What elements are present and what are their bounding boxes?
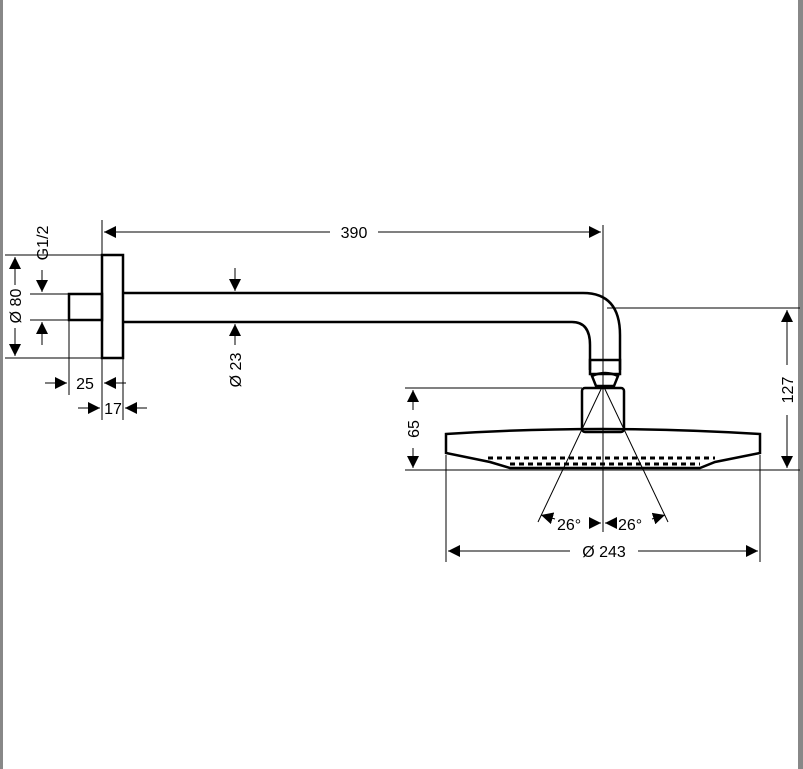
dim-flange-depth: 17: [104, 401, 122, 418]
dim-head-height: 65: [406, 420, 423, 438]
dim-flange-diameter: Ø 80: [8, 289, 25, 324]
angle-left-label: 26°: [557, 517, 581, 534]
dim-total-drop: 127: [780, 377, 797, 404]
dim-thread: G1/2: [35, 226, 52, 261]
wall-flange: [100, 253, 125, 360]
shower-arm: [123, 291, 622, 370]
connection-nut: [67, 292, 104, 322]
nozzles: [488, 456, 715, 466]
dim-arm-length: 390: [341, 225, 368, 242]
angle-right-label: 26°: [618, 517, 642, 534]
ball-joint: [590, 371, 620, 388]
spray-angle-right-line: [602, 384, 669, 523]
dim-head-diameter: Ø 243: [582, 544, 626, 561]
shower-disc: [444, 427, 762, 470]
dim-nut-length: 25: [76, 376, 94, 393]
spray-angle-left-line: [537, 384, 604, 523]
dim-arm-diameter: Ø 23: [228, 353, 245, 388]
